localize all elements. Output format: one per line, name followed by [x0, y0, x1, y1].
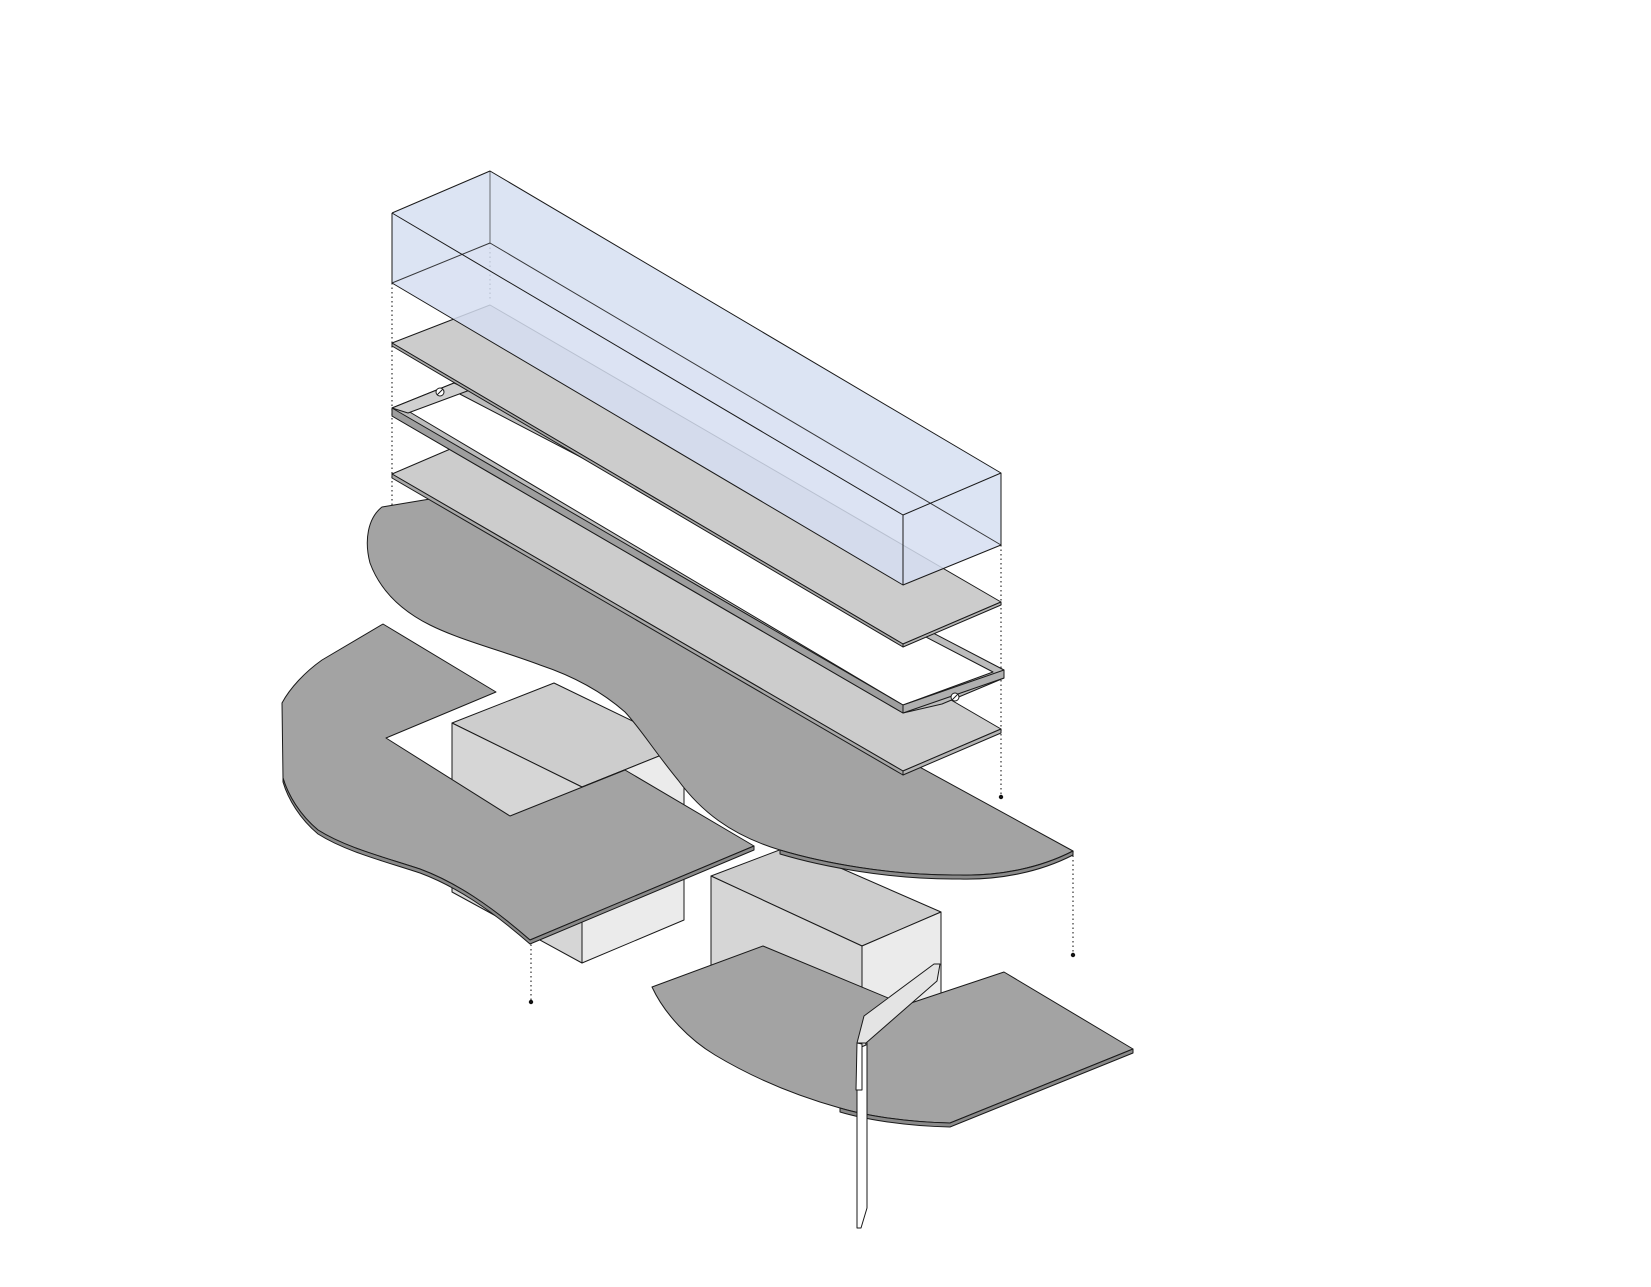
upper-plate-edge	[779, 849, 1074, 880]
frame-rail-right	[902, 669, 1005, 714]
frame-bolt-slot	[951, 693, 959, 701]
steel-frame	[391, 382, 1005, 714]
glass-edge-hidden	[391, 242, 491, 284]
column-arm-left	[855, 1042, 863, 1091]
glass-edge-hidden	[489, 242, 1002, 546]
glass-volume-base	[392, 243, 1001, 585]
column	[855, 963, 941, 1229]
glass-volume	[391, 170, 1002, 586]
left-plate-edge	[282, 777, 755, 945]
guide-end-dot	[1070, 952, 1076, 958]
roof-slab-edge-short	[902, 601, 1002, 648]
guide-end-dot	[998, 794, 1004, 800]
floor-slab	[391, 431, 1002, 776]
glass-edge	[902, 472, 1002, 516]
glass-edge	[391, 212, 904, 516]
frame-bolt-slot	[436, 388, 444, 396]
upper-curved-plate	[366, 498, 1074, 880]
column-arm-right	[856, 963, 941, 1044]
floor-slab-edge-short	[902, 728, 1002, 776]
left-hooked-plate	[281, 623, 755, 945]
lower-plate	[651, 945, 1134, 1128]
guide-end-dot	[528, 999, 534, 1005]
roof-slab	[391, 304, 1002, 648]
